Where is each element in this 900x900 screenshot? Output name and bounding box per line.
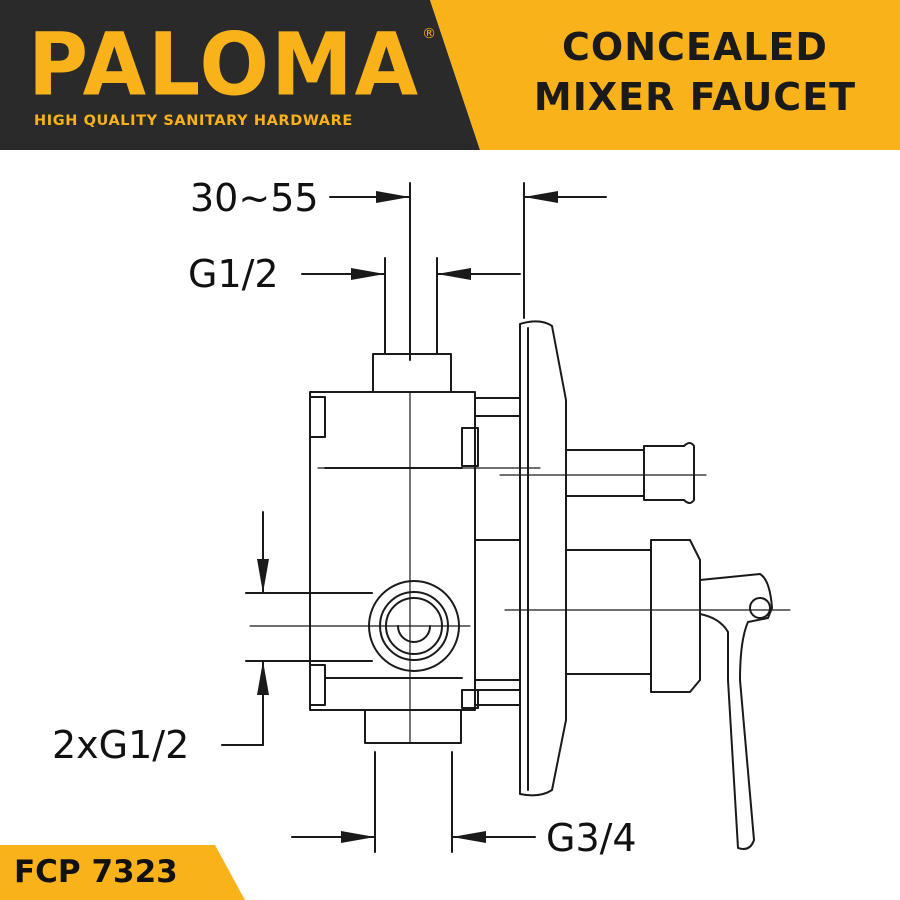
dimension-top-inlet <box>301 257 521 355</box>
lever-handle <box>504 539 791 850</box>
header-background <box>0 0 900 150</box>
brand-name: PALOMA <box>28 15 421 116</box>
dimension-bottom-outlet <box>291 751 536 853</box>
side-port <box>249 580 471 672</box>
dimension-side-ports <box>221 511 373 746</box>
registered-mark: ® <box>422 26 437 42</box>
header-banner: PALOMA ® HIGH QUALITY SANITARY HARDWARE … <box>0 0 900 150</box>
valve-body <box>309 353 541 744</box>
model-code: FCP 7323 <box>14 854 178 890</box>
brand-logo: PALOMA ® <box>28 17 438 114</box>
brand-tagline: HIGH QUALITY SANITARY HARDWARE <box>34 113 353 129</box>
dimension-label-top-inlet: G1/2 <box>188 252 279 296</box>
dimension-label-side-ports: 2xG1/2 <box>52 723 190 767</box>
dimension-label-top-span: 30~55 <box>190 176 319 220</box>
product-title-line-2: MIXER FAUCET <box>533 75 857 119</box>
product-title-line-1: CONCEALED <box>562 25 828 69</box>
product-title: CONCEALED MIXER FAUCET <box>500 22 890 122</box>
diverter-knob <box>499 442 707 504</box>
model-badge <box>0 845 245 900</box>
dimension-top-span <box>329 182 607 361</box>
cover-plate <box>519 320 567 797</box>
dimension-label-bottom-outlet: G3/4 <box>546 816 637 860</box>
